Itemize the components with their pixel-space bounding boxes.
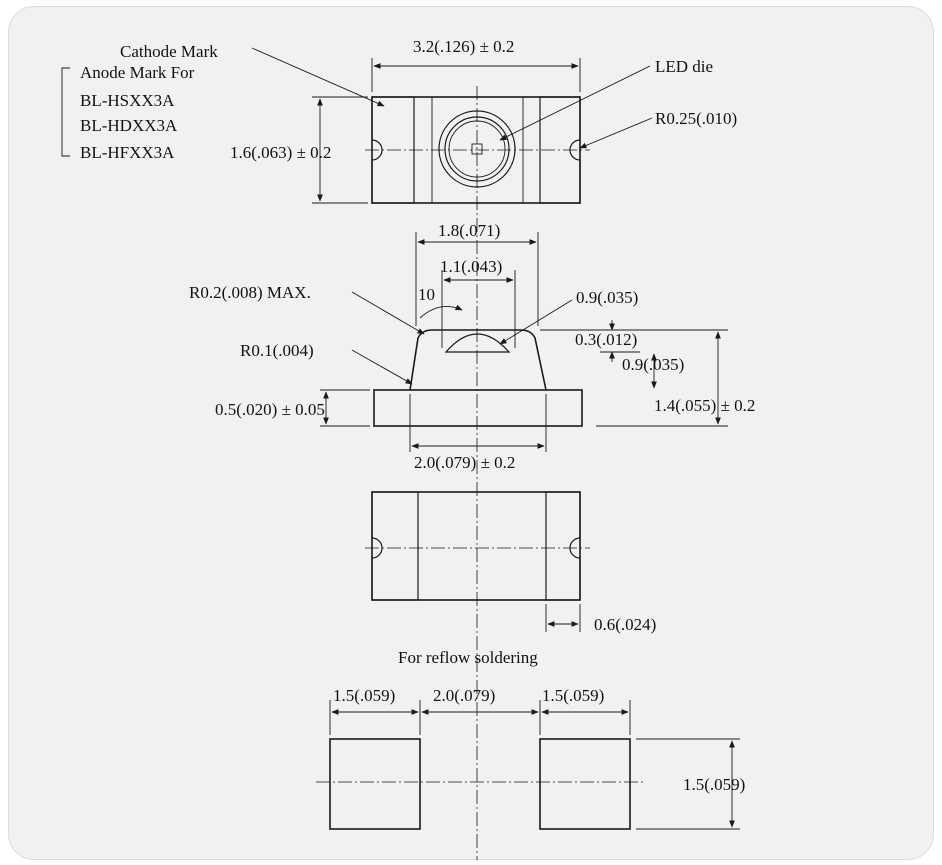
model-label-1: BL-HSXX3A	[80, 91, 175, 110]
dim-radius-max: R0.2(.008) MAX.	[189, 283, 311, 302]
dim-dome-height: 0.9(.035)	[576, 288, 638, 307]
dim-lens-inner: 1.1(.043)	[440, 257, 502, 276]
dim-notch-radius: R0.25(.010)	[655, 109, 737, 128]
dim-base-width: 2.0(.079) ± 0.2	[414, 453, 515, 472]
dim-pad-left: 1.5(.059)	[333, 686, 395, 705]
bottom-view	[365, 491, 590, 632]
dim-pad-right: 1.5(.059)	[542, 686, 604, 705]
dim-base-thickness: 0.5(.020) ± 0.05	[215, 400, 325, 419]
drawing-panel	[8, 6, 934, 860]
dim-total-height: 1.4(.055) ± 0.2	[654, 396, 755, 415]
dim-lens-outer: 1.8(.071)	[438, 221, 500, 240]
model-label-3: BL-HFXX3A	[80, 143, 175, 162]
dim-body-height: 0.9(.035)	[622, 355, 684, 374]
reflow-title: For reflow soldering	[398, 648, 538, 667]
cathode-mark-label: Cathode Mark	[120, 42, 218, 61]
anode-mark-label: Anode Mark For	[80, 63, 195, 82]
dim-pad-width-bottom: 0.6(.024)	[594, 615, 656, 634]
side-view	[320, 232, 728, 452]
dim-top-height: 1.6(.063) ± 0.2	[230, 143, 331, 162]
dim-radius-small: R0.1(.004)	[240, 341, 314, 360]
dim-step: 0.3(.012)	[575, 330, 637, 349]
led-die-label: LED die	[655, 57, 713, 76]
model-label-2: BL-HDXX3A	[80, 116, 178, 135]
dim-pad-gap: 2.0(.079)	[433, 686, 495, 705]
dim-top-width: 3.2(.126) ± 0.2	[413, 37, 514, 56]
dim-angle: 10	[418, 285, 435, 304]
reflow-pad-layout	[316, 700, 740, 830]
top-view	[61, 47, 653, 860]
dim-pad-height: 1.5(.059)	[683, 775, 745, 794]
